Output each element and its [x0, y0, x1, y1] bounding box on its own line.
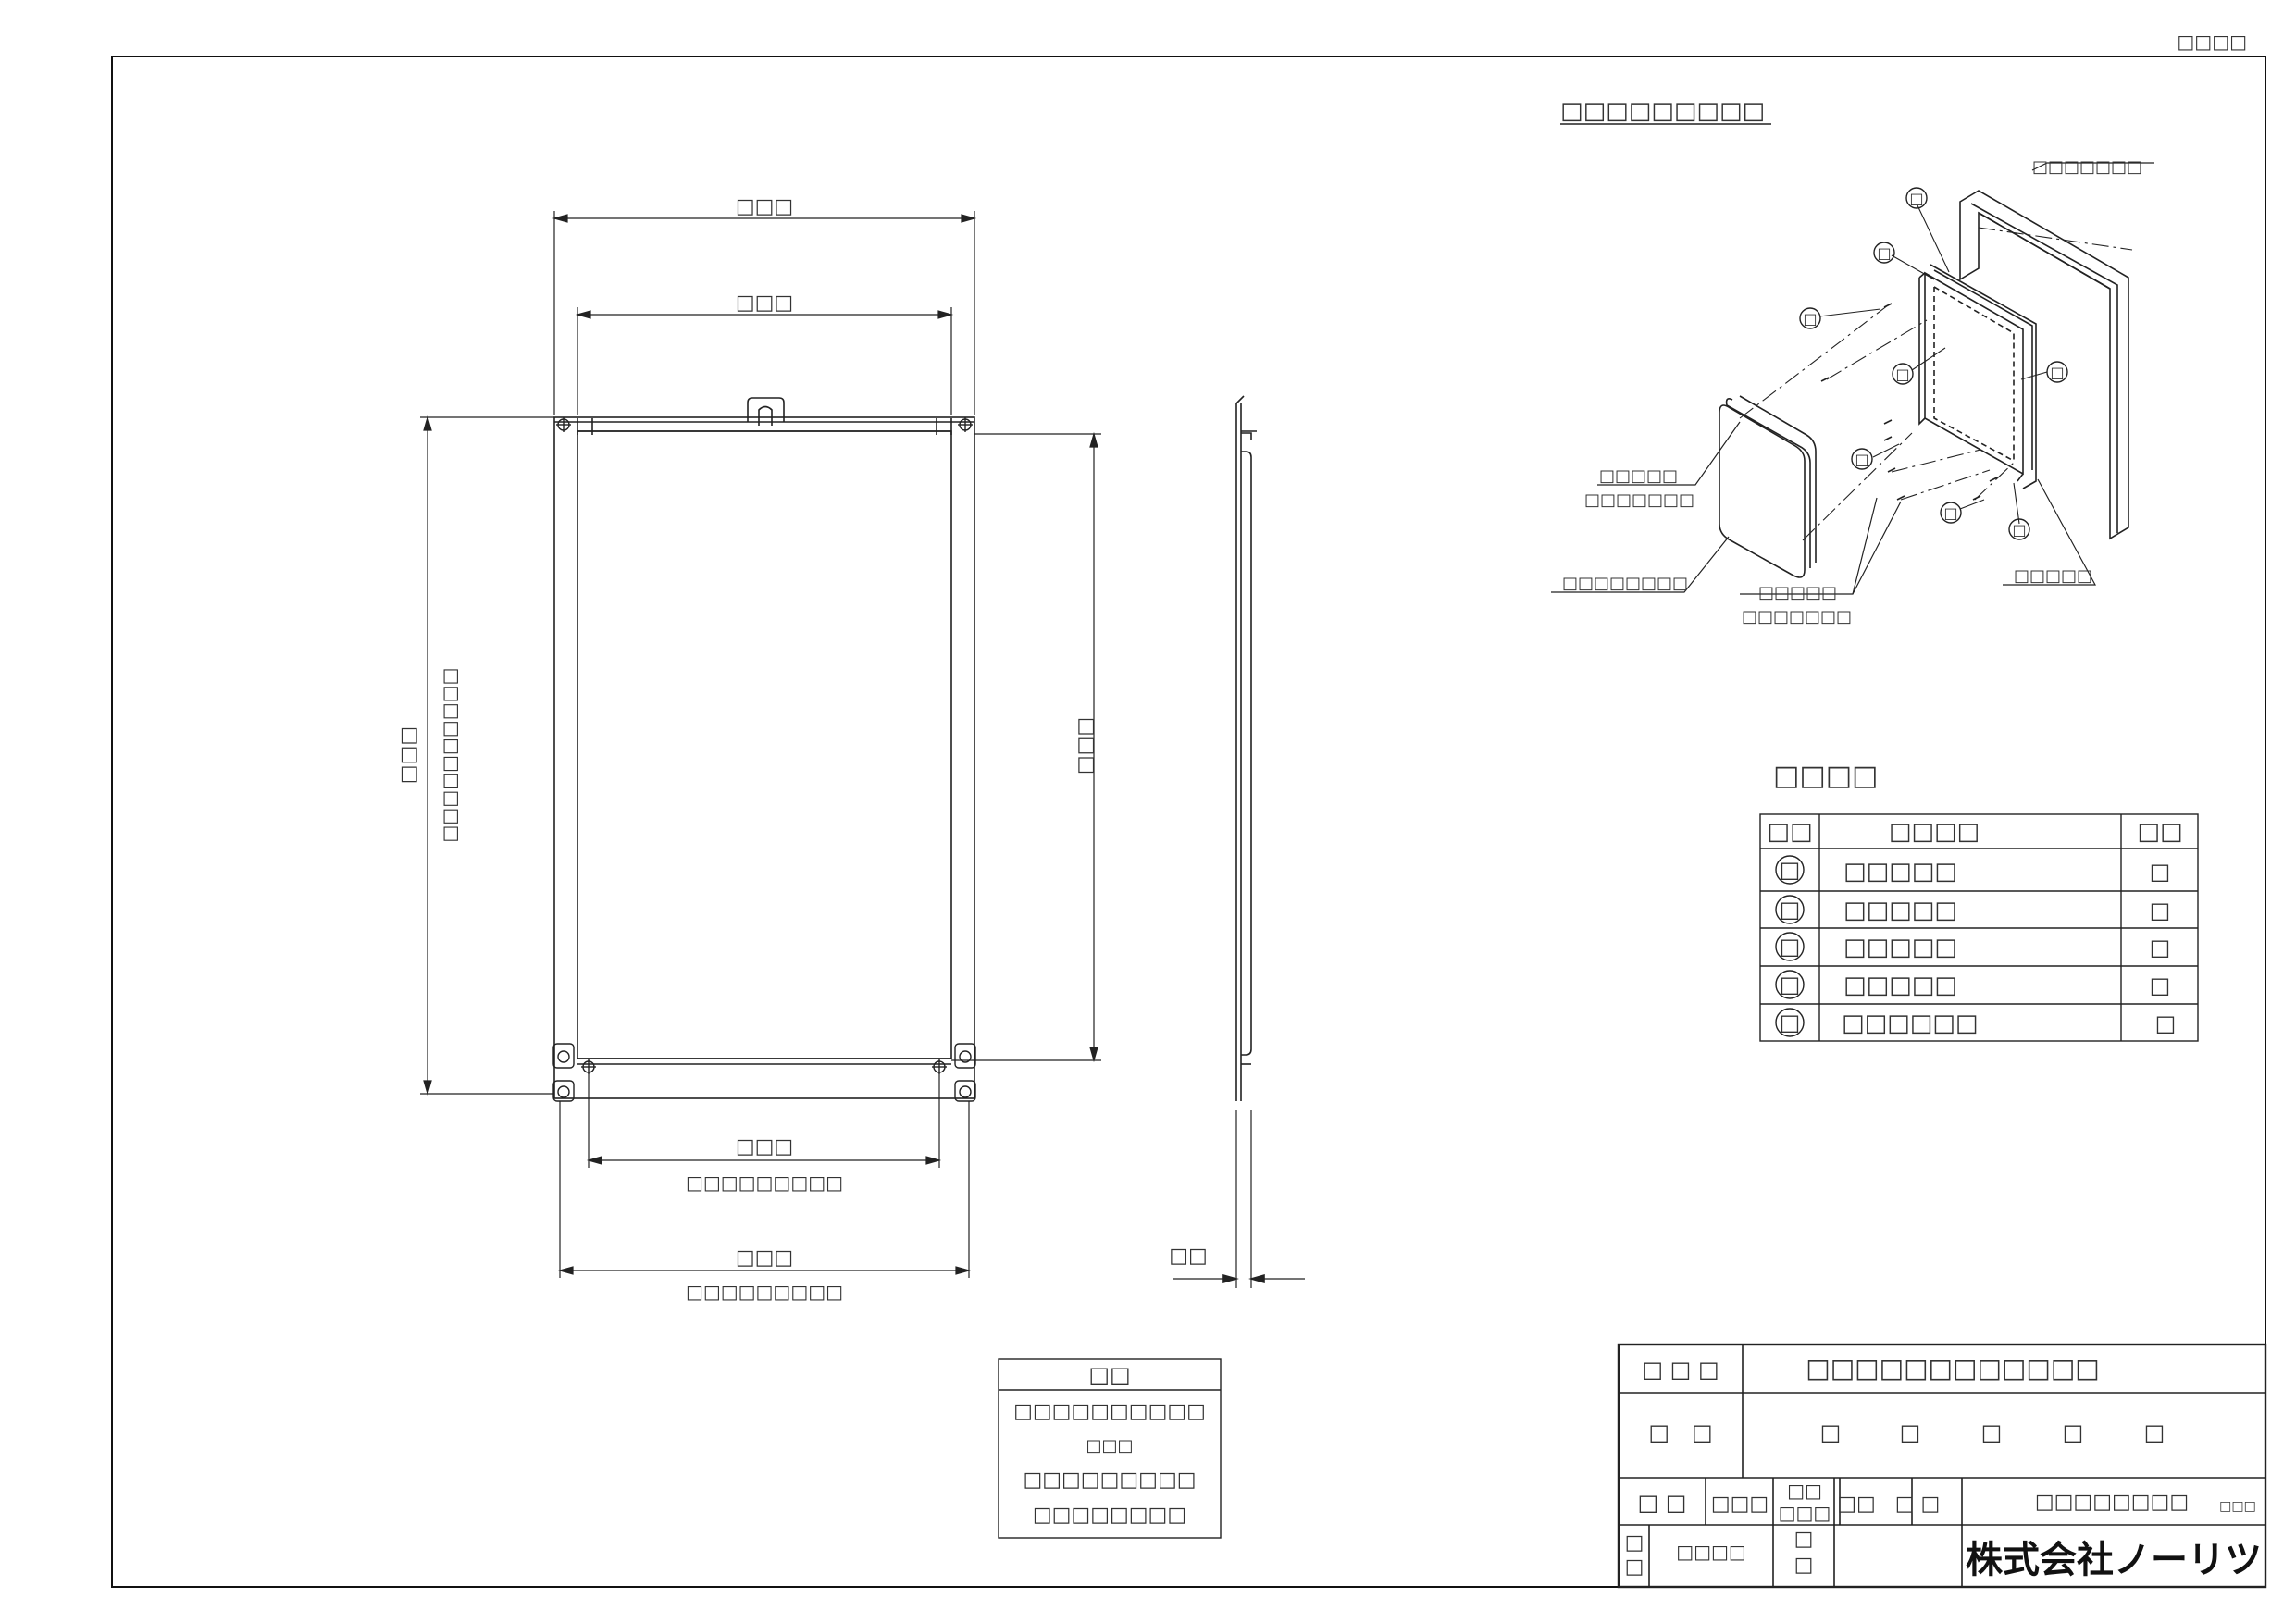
label-lower-right: □□□□□ — [2014, 566, 2092, 586]
side-view — [1173, 395, 1305, 1288]
parts-row-4-no: □ — [1780, 972, 1801, 997]
frame-outer — [553, 416, 975, 1099]
tb-r2-cell-1: □ — [1820, 1419, 1842, 1445]
parts-row-5-qty: □ — [2155, 1010, 2177, 1036]
parts-row-3-no: □ — [1780, 934, 1801, 960]
dim-right: □□□ — [1075, 717, 1098, 774]
label-upper-right: □□□□□□□ — [2032, 157, 2142, 177]
label-left-part-l1: □□□□□ — [1599, 466, 1678, 486]
company-name: 株式会社ノーリツ — [1966, 1539, 2262, 1581]
notes-title: □□ — [1088, 1362, 1130, 1388]
dim-bottom-outer-sub: □□□□□□□□□ — [686, 1281, 843, 1303]
notes-line-3: □□□□□□□□□ — [1023, 1468, 1196, 1492]
tb-r4-b: □ — [1794, 1528, 1814, 1551]
notes-box — [998, 1358, 1222, 1539]
parts-row-1-name: □□□□□ — [1843, 858, 1957, 886]
parts-row-4-name: □□□□□ — [1843, 972, 1957, 999]
tb-r3-b: □□□ — [1711, 1493, 1769, 1516]
title-block — [1617, 1343, 2267, 1589]
dim-bottom-outer: □□□ — [736, 1246, 793, 1270]
hanger-tab — [747, 397, 785, 422]
callout-8: □ — [2012, 521, 2026, 539]
tb-r4-b2: □ — [1794, 1554, 1814, 1577]
corner-code: □□□□ — [2177, 31, 2247, 53]
frame-inner — [577, 430, 952, 1059]
dim-top-inner: □□□ — [736, 291, 793, 315]
box-body — [1924, 271, 2024, 476]
notes-line-2: □□□ — [1086, 1436, 1133, 1456]
tb-r1-label: □ □ □ — [1642, 1357, 1719, 1382]
callout-6: □ — [1855, 451, 1868, 468]
dim-top-outer: □□□ — [736, 195, 793, 218]
parts-row-3-name: □□□□□ — [1843, 934, 1957, 961]
callout-3: □ — [1803, 310, 1817, 328]
tb-r3-code-small: □□□ — [2219, 1499, 2256, 1514]
callout-2: □ — [1877, 244, 1891, 262]
dim-bottom-inner: □□□ — [736, 1135, 793, 1158]
tb-r2-cell-4: □ — [2063, 1419, 2084, 1445]
callout-4: □ — [1895, 365, 1909, 383]
parts-row-3-qty: □ — [2150, 935, 2171, 960]
assembly-title: □□□□□□□□□ — [1560, 97, 1765, 125]
parts-header-no: □□ — [1767, 818, 1812, 846]
tb-r3-code: □□□□□□□□ — [2035, 1491, 2189, 1514]
tb-r3-e: □ □ — [1895, 1493, 1941, 1516]
sheet-border — [111, 56, 2266, 1588]
callout-1: □ — [1909, 190, 1923, 207]
tb-r3-a: □ □ — [1638, 1490, 1687, 1516]
dim-left-main: □□□ — [397, 726, 420, 784]
tb-r2-cell-3: □ — [1981, 1419, 2003, 1445]
wall-frame — [1959, 190, 2129, 540]
parts-header-name: □□□□ — [1889, 818, 1980, 846]
tb-r4-a: □ — [1625, 1531, 1644, 1555]
tb-r1-value: □□□□□□□□□□□□ — [1806, 1353, 2099, 1383]
front-view — [553, 397, 975, 1099]
parts-row-1-qty: □ — [2150, 859, 2171, 885]
tb-r3-c2: □□□ — [1779, 1502, 1831, 1524]
parts-row-2-name: □□□□□ — [1843, 897, 1957, 924]
parts-header-qty: □□ — [2137, 818, 2182, 846]
parts-row-5-no: □ — [1780, 1010, 1801, 1035]
parts-row-4-qty: □ — [2150, 973, 2171, 998]
tb-r3-d: □□ — [1837, 1493, 1876, 1516]
notes-line-1: □□□□□□□□□□ — [1013, 1400, 1206, 1423]
tb-r2-cell-5: □ — [2144, 1419, 2166, 1445]
tb-r2-cell-2: □ — [1900, 1419, 1921, 1445]
assembly-drawing — [1551, 162, 2154, 595]
label-screws-l1: □□□□□ — [1758, 583, 1837, 602]
tb-r4-code: □□□□ — [1676, 1541, 1746, 1563]
label-cover: □□□□□□□□ — [1562, 574, 1688, 593]
callout-7: □ — [1943, 504, 1957, 522]
label-left-part-l2: □□□□□□□ — [1584, 490, 1694, 510]
assembly-callouts — [1799, 187, 2068, 540]
parts-row-1-no: □ — [1780, 857, 1801, 883]
notes-line-4: □□□□□□□□ — [1033, 1504, 1186, 1527]
tb-r2-label: □ □ — [1648, 1419, 1712, 1445]
callout-5: □ — [2050, 364, 2064, 381]
dim-thickness: □□ — [1169, 1245, 1208, 1268]
cover-panel — [1719, 404, 1806, 578]
parts-row-2-no: □ — [1780, 897, 1801, 923]
parts-row-2-qty: □ — [2150, 898, 2171, 923]
label-screws-l2: □□□□□□□ — [1742, 607, 1852, 626]
parts-row-5-name: □□□□□□ — [1842, 1010, 1978, 1037]
dimension-lines — [420, 211, 1101, 1278]
dim-bottom-inner-sub: □□□□□□□□□ — [686, 1171, 843, 1194]
parts-table — [1759, 813, 2199, 1042]
tb-r3-c1: □□ — [1787, 1480, 1822, 1502]
dim-left-sub: □□□□□□□□□□ — [441, 668, 464, 843]
frame-holes — [552, 417, 976, 1102]
parts-table-title: □□□□ — [1773, 760, 1878, 792]
tb-r4-a2: □ — [1625, 1555, 1644, 1579]
